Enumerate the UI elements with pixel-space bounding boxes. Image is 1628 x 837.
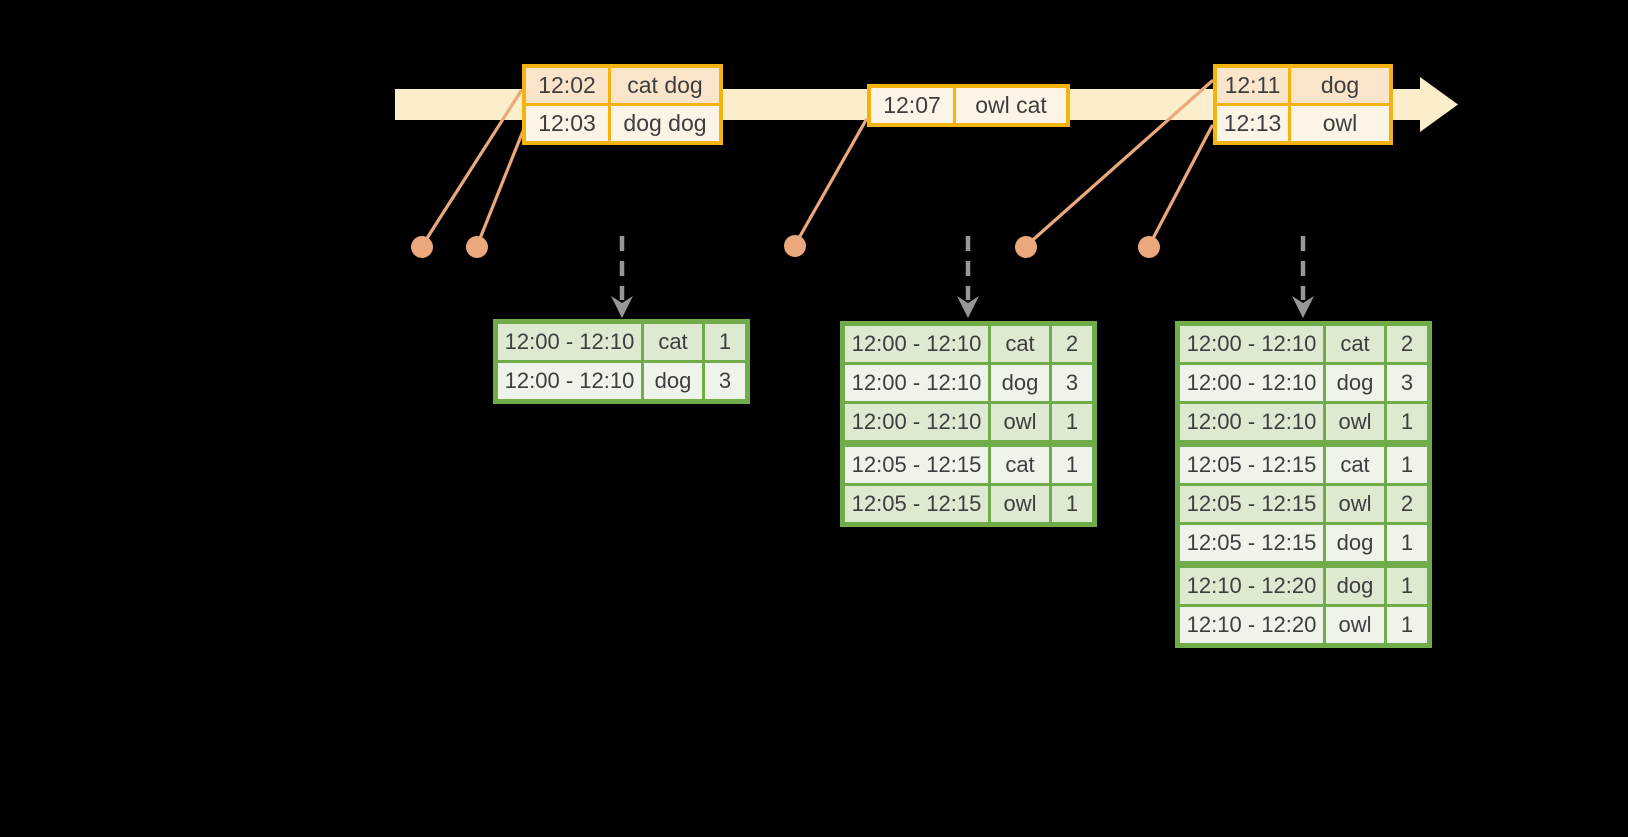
- word-cell: dog: [644, 363, 702, 399]
- word-cell: owl: [991, 486, 1049, 522]
- trigger-arrowhead-icon: [957, 296, 979, 318]
- event-dot: [1015, 236, 1037, 258]
- connector-line: [1024, 79, 1214, 248]
- words-cell: dog dog: [611, 106, 719, 141]
- event-dot: [784, 235, 806, 257]
- words-cell: owl: [1291, 106, 1389, 141]
- time-cell: 12:03: [526, 106, 608, 141]
- word-cell: owl: [991, 404, 1049, 440]
- count-cell: 1: [1387, 607, 1427, 643]
- event-dot: [466, 236, 488, 258]
- count-cell: 3: [1387, 365, 1427, 401]
- word-cell: owl: [1326, 607, 1384, 643]
- window-cell: 12:10 - 12:20: [1180, 607, 1323, 643]
- word-cell: dog: [1326, 365, 1384, 401]
- connector-line: [475, 129, 525, 248]
- words-cell: dog: [1291, 68, 1389, 103]
- window-cell: 12:05 - 12:15: [845, 486, 988, 522]
- trigger-arrowhead-icon: [611, 296, 633, 318]
- connector-line: [793, 118, 868, 247]
- trigger-arrowhead-icon: [1292, 296, 1314, 318]
- word-cell: cat: [644, 324, 702, 360]
- count-cell: 1: [1387, 568, 1427, 604]
- word-cell: dog: [1326, 568, 1384, 604]
- time-cell: 12:07: [871, 88, 953, 123]
- window-cell: 12:00 - 12:10: [498, 324, 641, 360]
- words-cell: cat dog: [611, 68, 719, 103]
- window-cell: 12:00 - 12:10: [1180, 404, 1323, 440]
- time-cell: 12:02: [526, 68, 608, 103]
- count-cell: 1: [705, 324, 745, 360]
- event-dot: [1138, 236, 1160, 258]
- count-cell: 1: [1387, 525, 1427, 561]
- word-cell: dog: [1326, 525, 1384, 561]
- window-cell: 12:00 - 12:10: [845, 365, 988, 401]
- window-cell: 12:05 - 12:15: [1180, 525, 1323, 561]
- event-dot: [411, 236, 433, 258]
- word-cell: cat: [1326, 326, 1384, 362]
- word-cell: cat: [1326, 447, 1384, 483]
- time-cell: 12:11: [1217, 68, 1288, 103]
- count-cell: 1: [1387, 447, 1427, 483]
- window-cell: 12:00 - 12:10: [498, 363, 641, 399]
- window-cell: 12:00 - 12:10: [1180, 326, 1323, 362]
- count-cell: 2: [1387, 326, 1427, 362]
- word-cell: cat: [991, 447, 1049, 483]
- count-cell: 2: [1387, 486, 1427, 522]
- count-cell: 3: [1052, 365, 1092, 401]
- window-cell: 12:00 - 12:10: [1180, 365, 1323, 401]
- timeline-arrowhead-icon: [1420, 77, 1458, 132]
- window-cell: 12:00 - 12:10: [845, 404, 988, 440]
- window-cell: 12:10 - 12:20: [1180, 568, 1323, 604]
- words-cell: owl cat: [956, 88, 1066, 123]
- window-cell: 12:05 - 12:15: [1180, 447, 1323, 483]
- event-dots: [411, 235, 1160, 258]
- window-cell: 12:05 - 12:15: [1180, 486, 1323, 522]
- time-cell: 12:13: [1217, 106, 1288, 141]
- word-cell: owl: [1326, 404, 1384, 440]
- word-cell: owl: [1326, 486, 1384, 522]
- count-cell: 3: [705, 363, 745, 399]
- count-cell: 2: [1052, 326, 1092, 362]
- count-cell: 1: [1052, 404, 1092, 440]
- connector-line: [1147, 124, 1214, 248]
- count-cell: 1: [1052, 486, 1092, 522]
- word-cell: cat: [991, 326, 1049, 362]
- connector-line: [420, 89, 523, 248]
- event-connector-lines: [420, 79, 1214, 248]
- count-cell: 1: [1387, 404, 1427, 440]
- word-cell: dog: [991, 365, 1049, 401]
- trigger-arrows: [611, 236, 1314, 318]
- count-cell: 1: [1052, 447, 1092, 483]
- window-cell: 12:00 - 12:10: [845, 326, 988, 362]
- window-cell: 12:05 - 12:15: [845, 447, 988, 483]
